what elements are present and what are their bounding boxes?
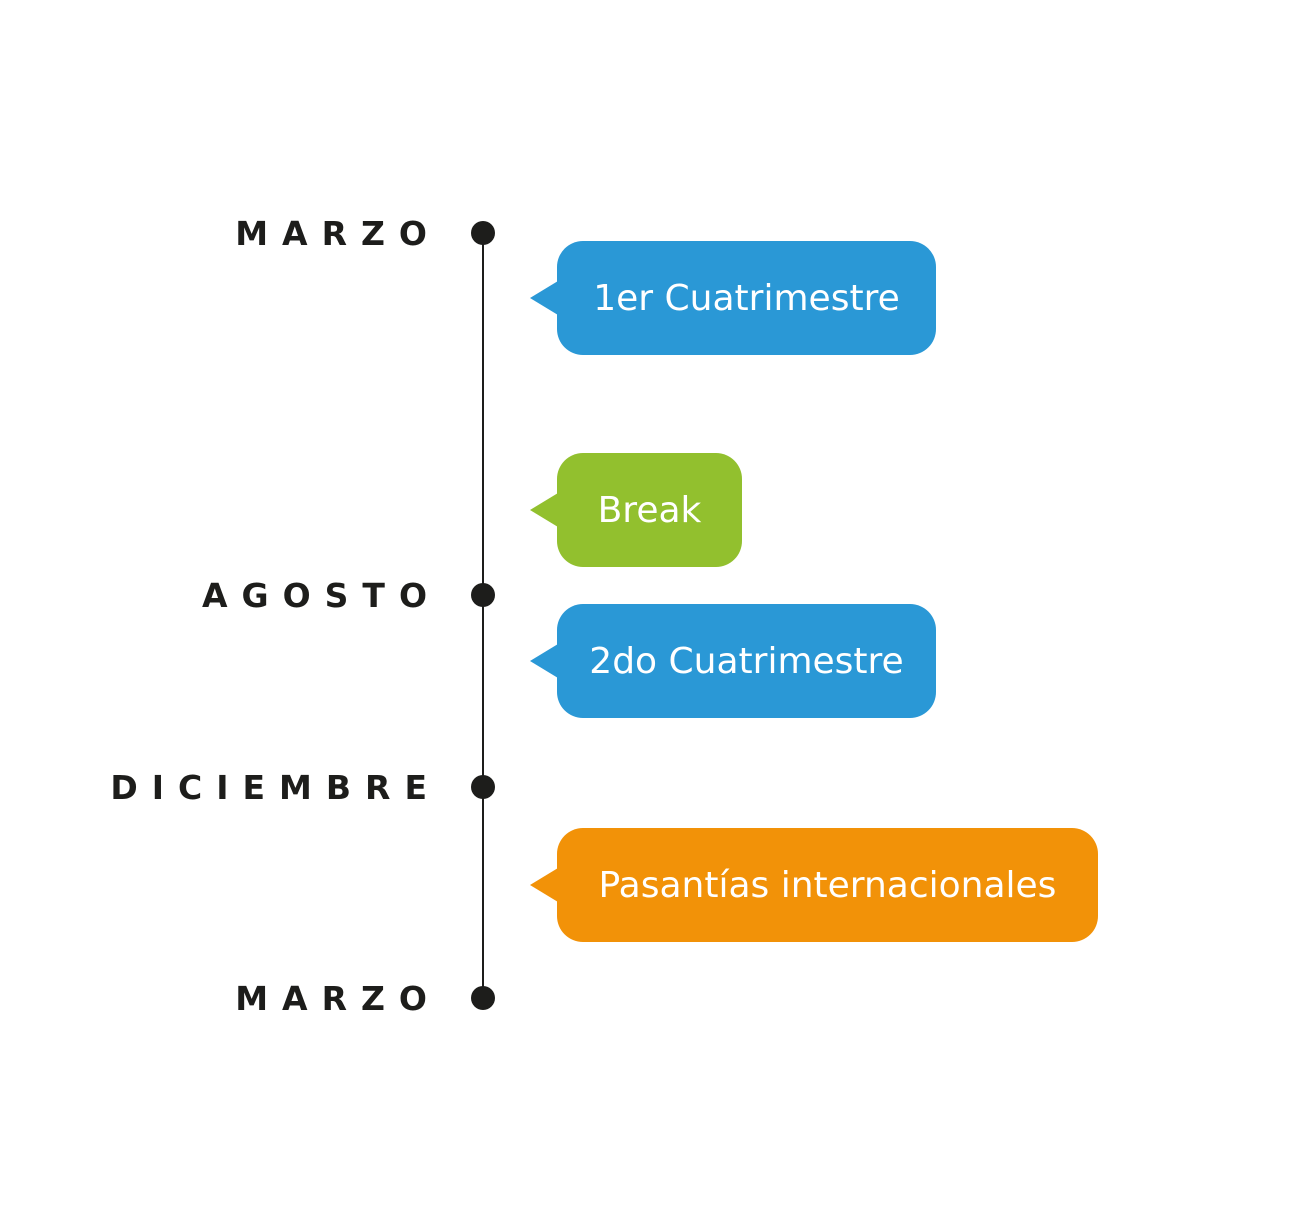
timeline-marker-marzo-end (471, 986, 495, 1010)
period-label: 2do Cuatrimestre (589, 640, 904, 682)
period-label: 1er Cuatrimestre (593, 277, 900, 319)
month-label-agosto: AGOSTO (201, 576, 441, 615)
month-label-diciembre: DICIEMBRE (110, 768, 441, 807)
timeline-marker-agosto (471, 583, 495, 607)
timeline-axis (482, 233, 484, 998)
period-bubble-break: Break (530, 453, 742, 567)
period-label: Break (597, 489, 702, 531)
month-label-marzo-start: MARZO (235, 214, 441, 253)
month-label-marzo-end: MARZO (235, 979, 441, 1018)
period-label: Pasantías internacionales (598, 864, 1057, 906)
timeline-marker-marzo-start (471, 221, 495, 245)
period-bubble-2do-cuatrimestre: 2do Cuatrimestre (530, 604, 936, 718)
timeline-marker-diciembre (471, 775, 495, 799)
period-bubble-pasantias: Pasantías internacionales (530, 828, 1098, 942)
period-bubble-1er-cuatrimestre: 1er Cuatrimestre (530, 241, 936, 355)
